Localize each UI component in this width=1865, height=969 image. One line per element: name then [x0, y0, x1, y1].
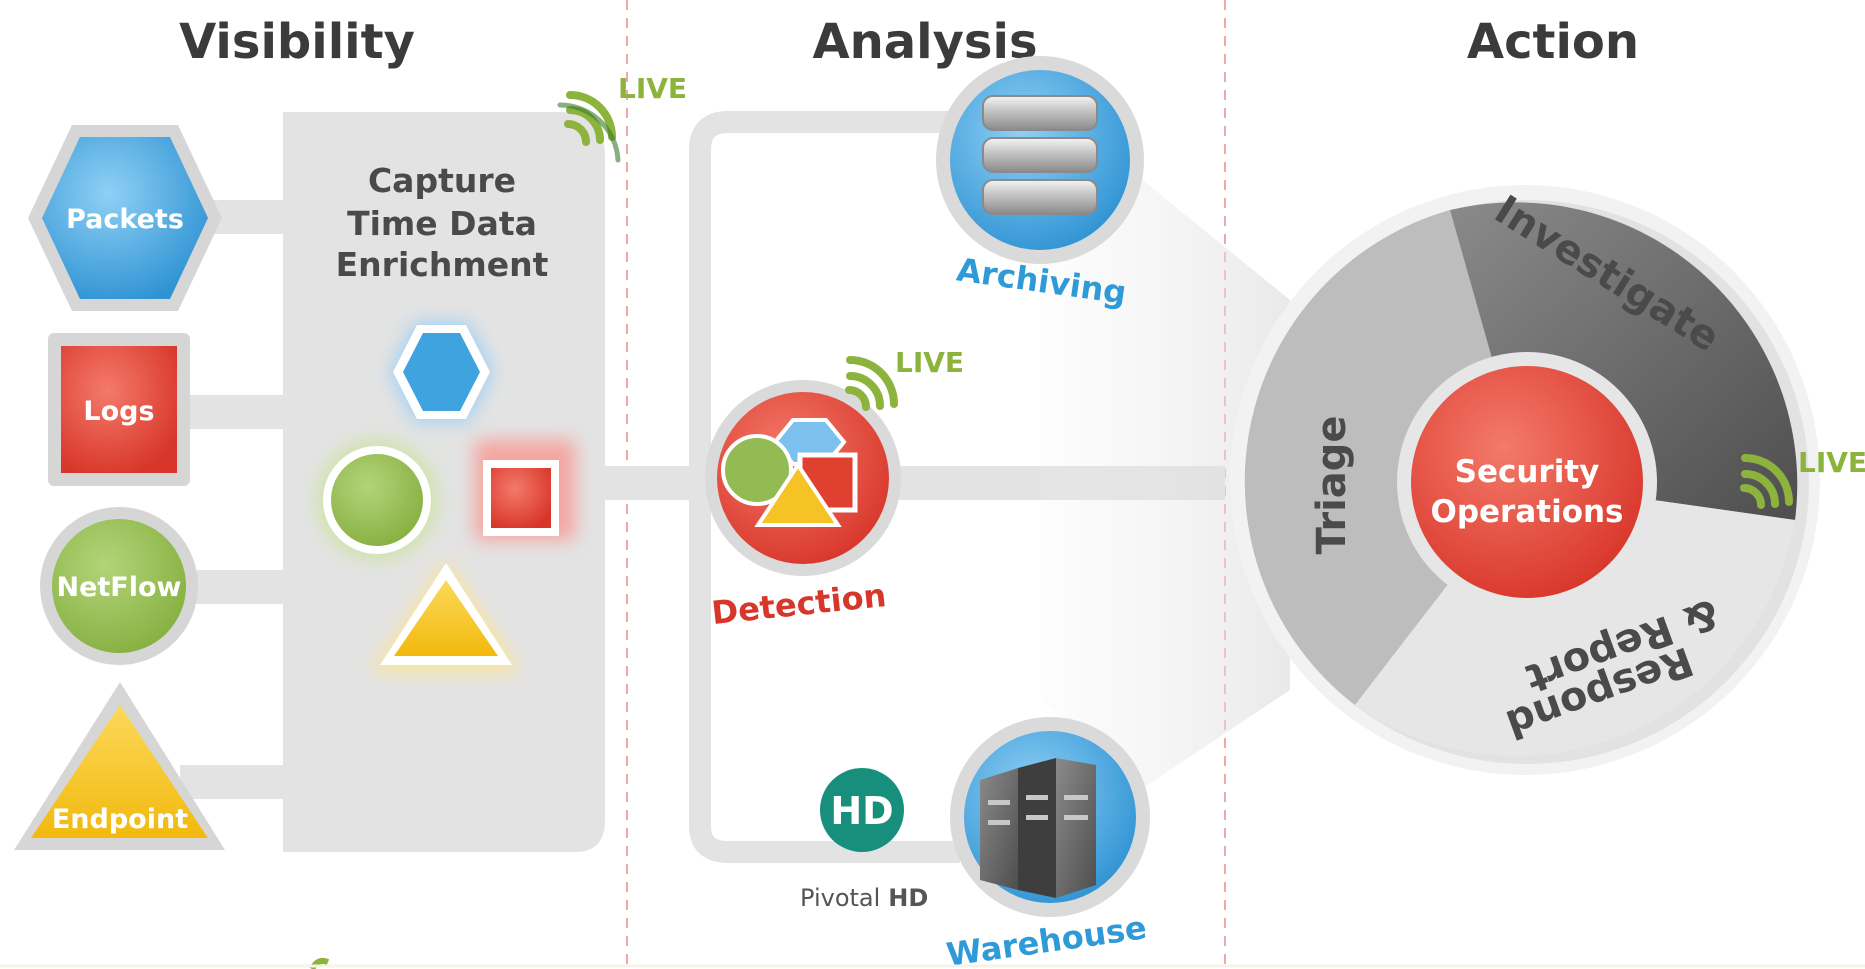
pivotal-hd-logo: HD Pivotal HD — [800, 768, 928, 912]
connector-logs — [180, 395, 285, 429]
source-packets: Packets — [28, 125, 222, 311]
capture-line-1: Capture — [368, 161, 516, 200]
warehouse-node: Warehouse — [944, 717, 1150, 969]
capture-line-2: Time Data — [347, 204, 537, 243]
column-title-analysis: Analysis — [812, 14, 1037, 70]
live-label-detection: LIVE — [895, 346, 964, 379]
action-cycle: Security Operations Investigate Triage R… — [1230, 185, 1820, 775]
netflow-label: NetFlow — [56, 572, 181, 603]
packets-label: Packets — [66, 204, 184, 235]
connector-capture-to-detection — [605, 466, 715, 500]
pivotal-prefix: Pivotal — [800, 884, 880, 912]
capture-panel — [283, 112, 605, 852]
enrichment-triangle — [372, 560, 520, 672]
security-line-1: Security — [1455, 454, 1600, 490]
warehouse-label: Warehouse — [944, 908, 1149, 969]
logs-label: Logs — [83, 396, 154, 427]
live-indicator-capture: LIVE — [557, 72, 687, 163]
detection-triangle-icon — [754, 461, 842, 527]
enrichment-circle — [317, 440, 437, 560]
hd-badge-text: HD — [830, 789, 893, 833]
server-rack-icon — [980, 758, 1096, 898]
live-label-action: LIVE — [1798, 446, 1865, 479]
connector-endpoint — [180, 765, 285, 799]
triage-segment — [1244, 210, 1527, 705]
pivotal-label: Pivotal HD — [800, 884, 928, 912]
live-indicator-detection: LIVE — [845, 346, 964, 411]
detection-label: Detection — [710, 576, 888, 632]
capture-line-3: Enrichment — [336, 245, 549, 284]
column-title-visibility: Visibility — [179, 14, 415, 70]
source-endpoint: Endpoint — [14, 682, 225, 850]
enrichment-hexagon — [390, 322, 493, 422]
live-indicator-action: LIVE — [1740, 446, 1865, 509]
respond-segment — [1355, 482, 1795, 757]
archiving-node: Archiving — [936, 56, 1144, 312]
endpoint-label: Endpoint — [52, 804, 188, 835]
analysis-pipe-top — [689, 111, 960, 482]
detection-circle-icon — [721, 434, 793, 506]
triage-label: Triage — [1309, 415, 1355, 554]
source-logs: Logs — [48, 333, 190, 486]
column-title-action: Action — [1467, 14, 1639, 70]
enrichment-square — [475, 440, 575, 540]
database-icon — [982, 95, 1098, 215]
pivotal-suffix: HD — [888, 884, 928, 912]
detection-node: Detection — [705, 380, 901, 632]
analysis-pipe-bottom — [689, 482, 960, 863]
source-netflow: NetFlow — [40, 507, 198, 665]
security-line-2: Operations — [1430, 494, 1623, 530]
funnel-cone — [1040, 178, 1290, 790]
live-label-capture: LIVE — [618, 72, 687, 105]
